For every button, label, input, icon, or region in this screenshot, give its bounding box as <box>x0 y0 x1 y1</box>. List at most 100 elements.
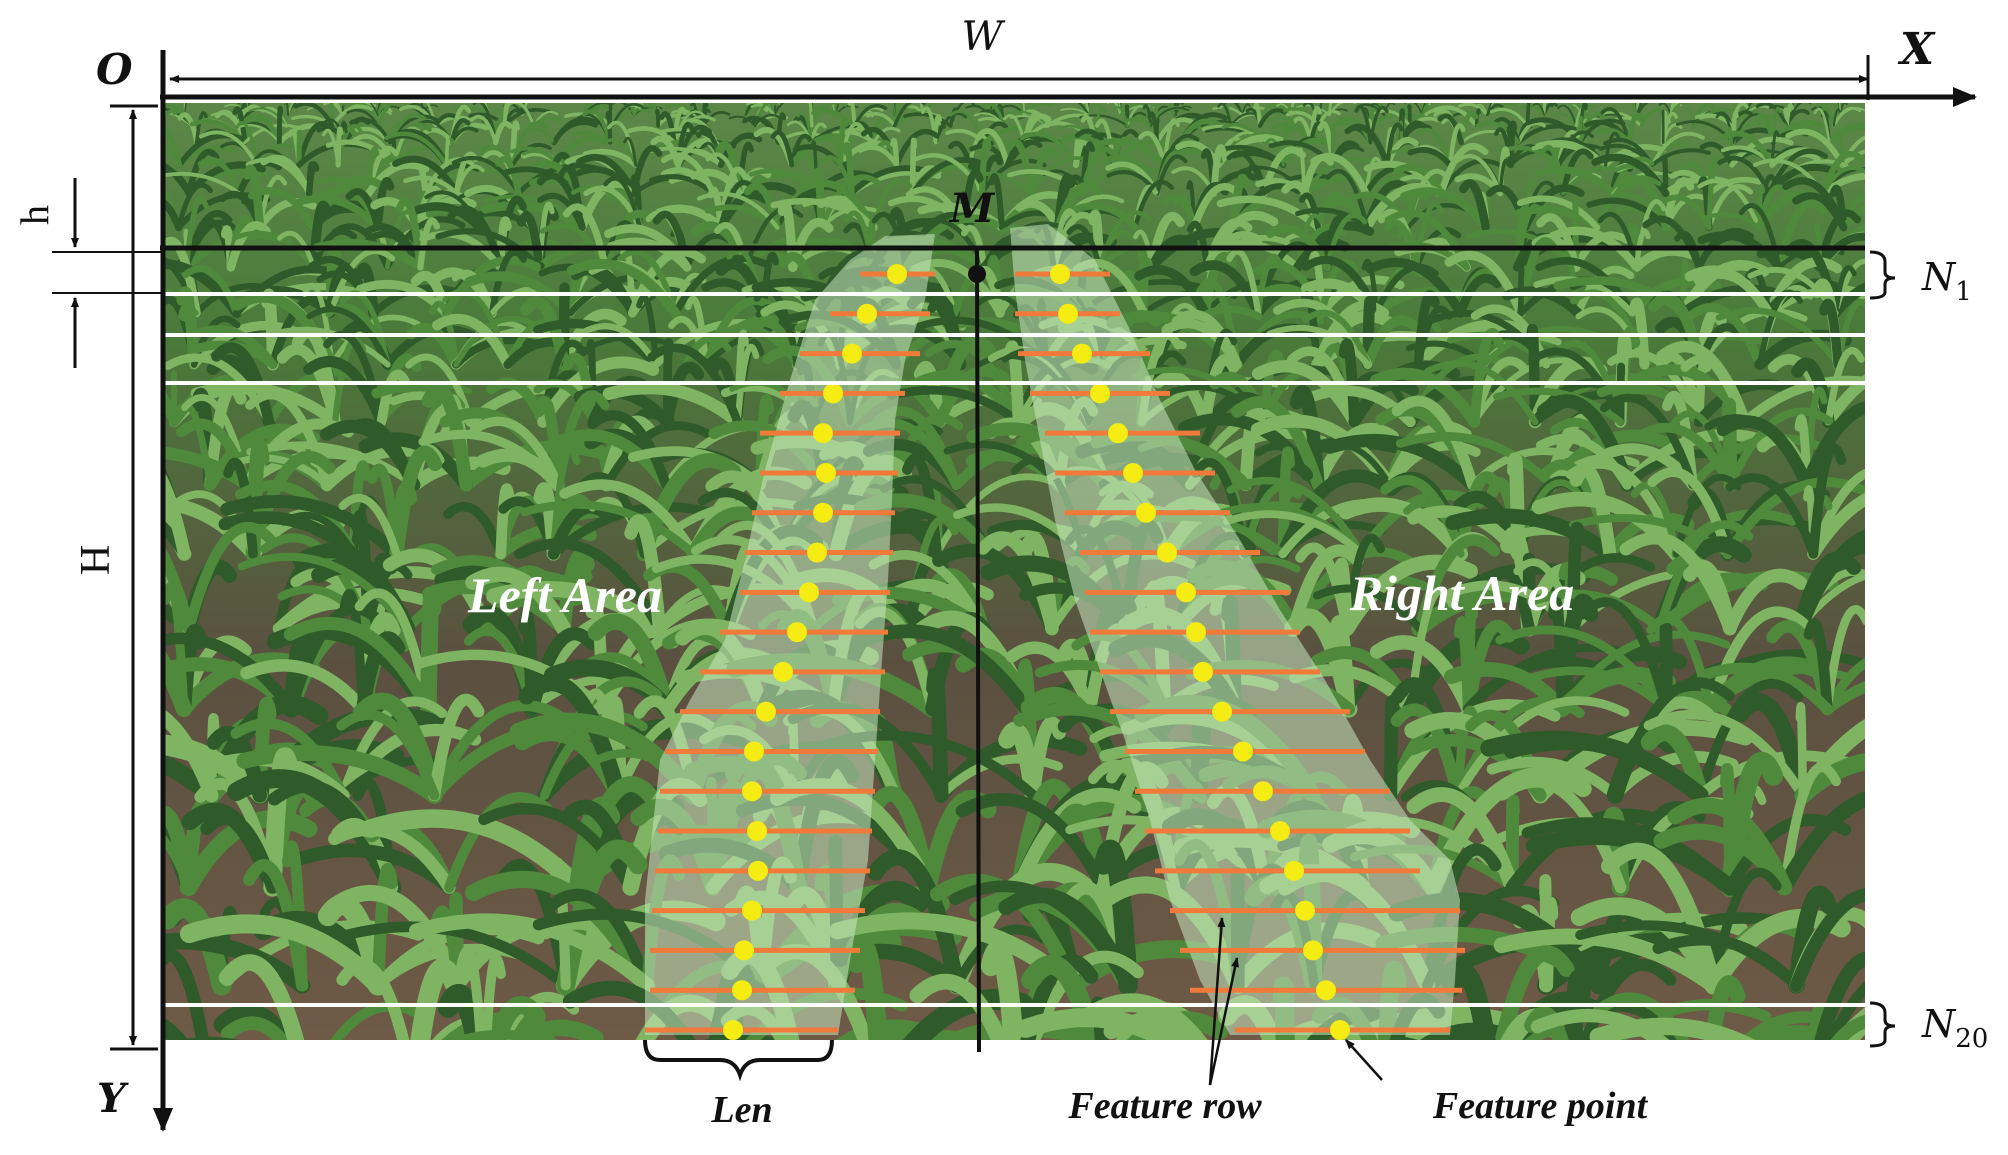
corn-leaf <box>1795 702 1808 800</box>
corn-leaf <box>1362 295 1377 371</box>
corn-leaf <box>327 248 396 317</box>
corn-leaf <box>444 138 451 167</box>
corn-leaf <box>320 419 421 492</box>
corn-leaf <box>327 885 466 994</box>
corn-leaf <box>286 103 289 116</box>
corn-leaf <box>1525 828 1739 896</box>
corn-leaf <box>1697 662 1833 715</box>
feature-point-left <box>857 303 877 324</box>
corn-leaf <box>1311 310 1396 371</box>
corn-leaf <box>847 103 857 128</box>
corn-leaf <box>871 117 886 145</box>
corn-leaf <box>1616 362 1626 426</box>
corn-leaf <box>1302 309 1372 368</box>
corn-leaf <box>1661 154 1669 197</box>
corn-leaf <box>1697 178 1762 230</box>
corn-leaf <box>660 152 717 197</box>
feature-point-right <box>1193 661 1213 682</box>
corn-leaf <box>183 219 238 271</box>
corn-leaf <box>1365 257 1466 318</box>
corn-leaf <box>1719 130 1775 168</box>
corn-leaf <box>410 158 430 197</box>
len-brace-icon <box>643 1039 834 1082</box>
corn-leaf <box>1525 117 1583 146</box>
corn-plant <box>1404 103 1436 117</box>
corn-leaf <box>331 223 391 271</box>
corn-leaf <box>799 180 877 231</box>
feature-point-right <box>1253 781 1273 802</box>
corn-leaf <box>1253 260 1326 317</box>
corn-leaf <box>1277 479 1294 560</box>
n20-label-base: N <box>1921 1002 1957 1046</box>
corn-leaf <box>173 490 257 558</box>
feature-point-right <box>1316 980 1336 1001</box>
corn-leaf <box>492 120 513 146</box>
corn-leaf <box>478 803 637 894</box>
feature-point-right <box>1270 821 1290 842</box>
corn-leaf <box>1662 390 1698 491</box>
corn-leaf <box>443 501 506 559</box>
corn-leaf <box>1557 104 1577 127</box>
corn-leaf <box>185 148 220 197</box>
corn-leaf <box>1005 138 1035 197</box>
corn-leaf <box>1324 212 1368 270</box>
corn-leaf <box>1636 103 1644 117</box>
corn-plant <box>322 120 363 168</box>
corn-leaf <box>1171 309 1242 370</box>
corn-leaf <box>204 382 247 491</box>
corn-leaf <box>1640 724 1709 804</box>
corn-leaf <box>218 954 305 1040</box>
corn-leaf <box>1840 149 1865 168</box>
corn-leaf <box>291 195 382 232</box>
corn-leaf <box>165 805 197 896</box>
feature-point-left <box>813 502 833 523</box>
feature-row-arrow-2 <box>1208 957 1240 1086</box>
corn-leaf <box>165 949 210 1040</box>
corn-leaf <box>1406 104 1412 128</box>
corn-leaf <box>949 107 960 128</box>
corn-leaf <box>1816 209 1862 272</box>
corn-leaf <box>242 164 265 232</box>
corn-leaf <box>264 326 391 368</box>
corn-leaf <box>1453 696 1630 800</box>
corn-plant <box>911 138 1047 197</box>
corn-plant <box>1704 386 1865 492</box>
corn-leaf <box>342 103 380 117</box>
corn-leaf <box>1312 584 1424 633</box>
corn-leaf <box>1142 104 1153 128</box>
corn-leaf <box>165 650 192 718</box>
corn-leaf <box>1725 473 1818 559</box>
corn-leaf <box>1421 103 1430 117</box>
feature-point-left <box>816 462 836 483</box>
corn-leaf <box>335 126 344 168</box>
corn-leaf <box>336 958 410 1040</box>
len-label: Len <box>710 1089 772 1131</box>
corn-leaf <box>1822 657 1865 714</box>
corn-leaf <box>1826 123 1865 146</box>
corn-leaf <box>1655 520 1754 633</box>
corn-leaf <box>1659 622 1673 716</box>
corn-leaf <box>1514 204 1545 271</box>
corn-leaf <box>190 315 241 368</box>
corn-leaf <box>235 124 281 144</box>
feature-point-right <box>1123 462 1143 483</box>
corn-leaf <box>1231 396 1324 491</box>
corn-leaf <box>1147 111 1160 145</box>
corn-leaf <box>1295 213 1324 270</box>
corn-leaf <box>165 709 219 803</box>
corn-leaf <box>777 199 798 273</box>
corn-leaf <box>486 581 668 637</box>
corn-plant <box>1458 103 1518 117</box>
corn-leaf <box>183 103 187 116</box>
corn-plant <box>1653 762 1865 896</box>
corn-leaf <box>1437 143 1489 197</box>
corn-leaf <box>976 128 1011 169</box>
corn-leaf <box>1455 154 1503 196</box>
feature-point-left <box>756 701 776 722</box>
corn-leaf <box>556 560 593 636</box>
corn-leaf <box>533 395 564 491</box>
corn-leaf <box>465 566 572 637</box>
corn-leaf <box>865 112 897 128</box>
corn-leaf <box>1592 992 1690 1040</box>
corn-plant <box>165 149 283 197</box>
